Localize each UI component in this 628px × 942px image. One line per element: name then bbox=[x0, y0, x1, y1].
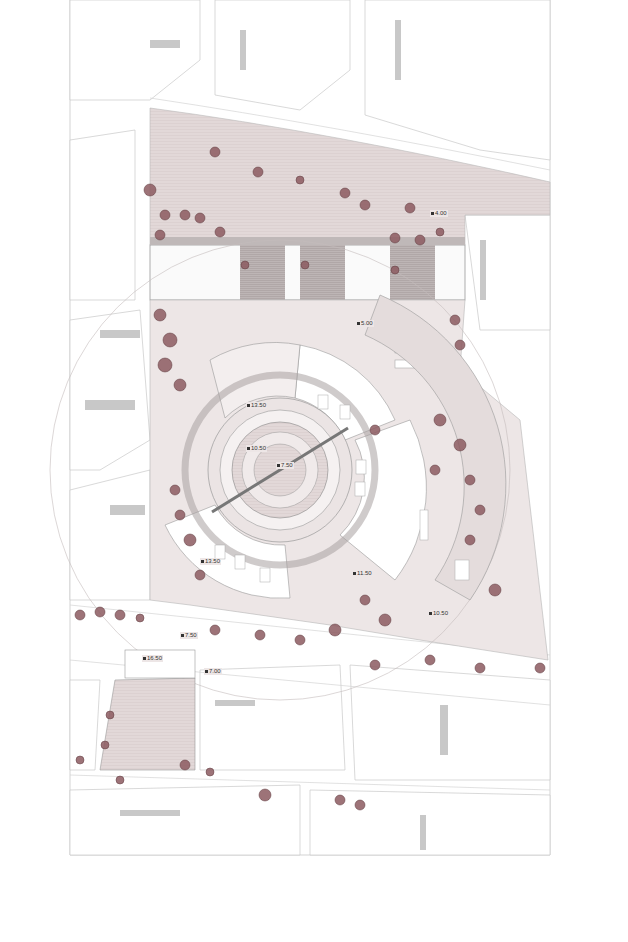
circular-building bbox=[50, 240, 510, 700]
lower-kiosk bbox=[125, 650, 195, 678]
level-label: 7.50 bbox=[276, 462, 294, 469]
building-band bbox=[150, 245, 465, 300]
lower-ramp bbox=[100, 678, 195, 770]
streets bbox=[70, 98, 550, 790]
level-label: 7.00 bbox=[204, 668, 222, 675]
level-label: 13.50 bbox=[246, 402, 267, 409]
level-label: 10.50 bbox=[428, 610, 449, 617]
level-label: 10.50 bbox=[246, 445, 267, 452]
level-label: 4.00 bbox=[430, 210, 448, 217]
stairs bbox=[240, 245, 435, 300]
level-label: 11.50 bbox=[352, 570, 373, 577]
upper-plaza bbox=[150, 108, 550, 245]
city-blocks bbox=[70, 0, 550, 855]
level-label: 7.50 bbox=[180, 632, 198, 639]
level-label: 13.50 bbox=[200, 558, 221, 565]
frame bbox=[70, 0, 550, 855]
level-label: 16.50 bbox=[142, 655, 163, 662]
trees bbox=[75, 147, 545, 810]
level-label: 5.00 bbox=[356, 320, 374, 327]
